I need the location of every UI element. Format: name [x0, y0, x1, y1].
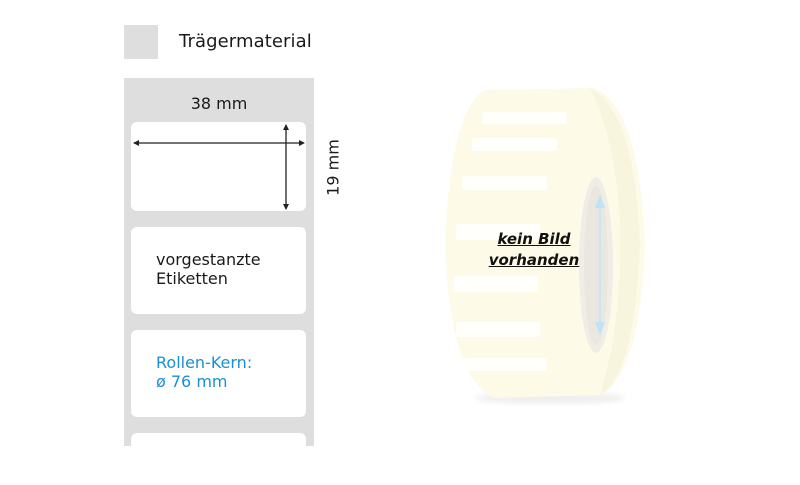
- height-dimension-label: 19 mm: [323, 139, 343, 196]
- label-die-cut: vorgestanzte Etiketten: [131, 227, 306, 314]
- no-image-line2: vorhanden: [488, 251, 580, 269]
- label-core-line1: Rollen-Kern:: [156, 353, 253, 372]
- no-image-line1: kein Bild: [497, 230, 571, 248]
- label-core-line2: ø 76 mm: [156, 372, 228, 391]
- no-image-placeholder: kein Bild vorhanden: [474, 229, 594, 271]
- label-roll-image: [445, 88, 645, 404]
- label-partial: [131, 433, 306, 446]
- liner-legend-swatch: [124, 25, 158, 59]
- label-core-size: Rollen-Kern: ø 76 mm: [131, 330, 306, 417]
- label-dimension-example: [131, 122, 306, 211]
- liner-legend-label: Trägermaterial: [179, 31, 312, 52]
- width-dimension-label: 38 mm: [190, 94, 248, 113]
- label-die-cut-line1: vorgestanzte: [156, 250, 261, 269]
- label-die-cut-line2: Etiketten: [156, 269, 228, 288]
